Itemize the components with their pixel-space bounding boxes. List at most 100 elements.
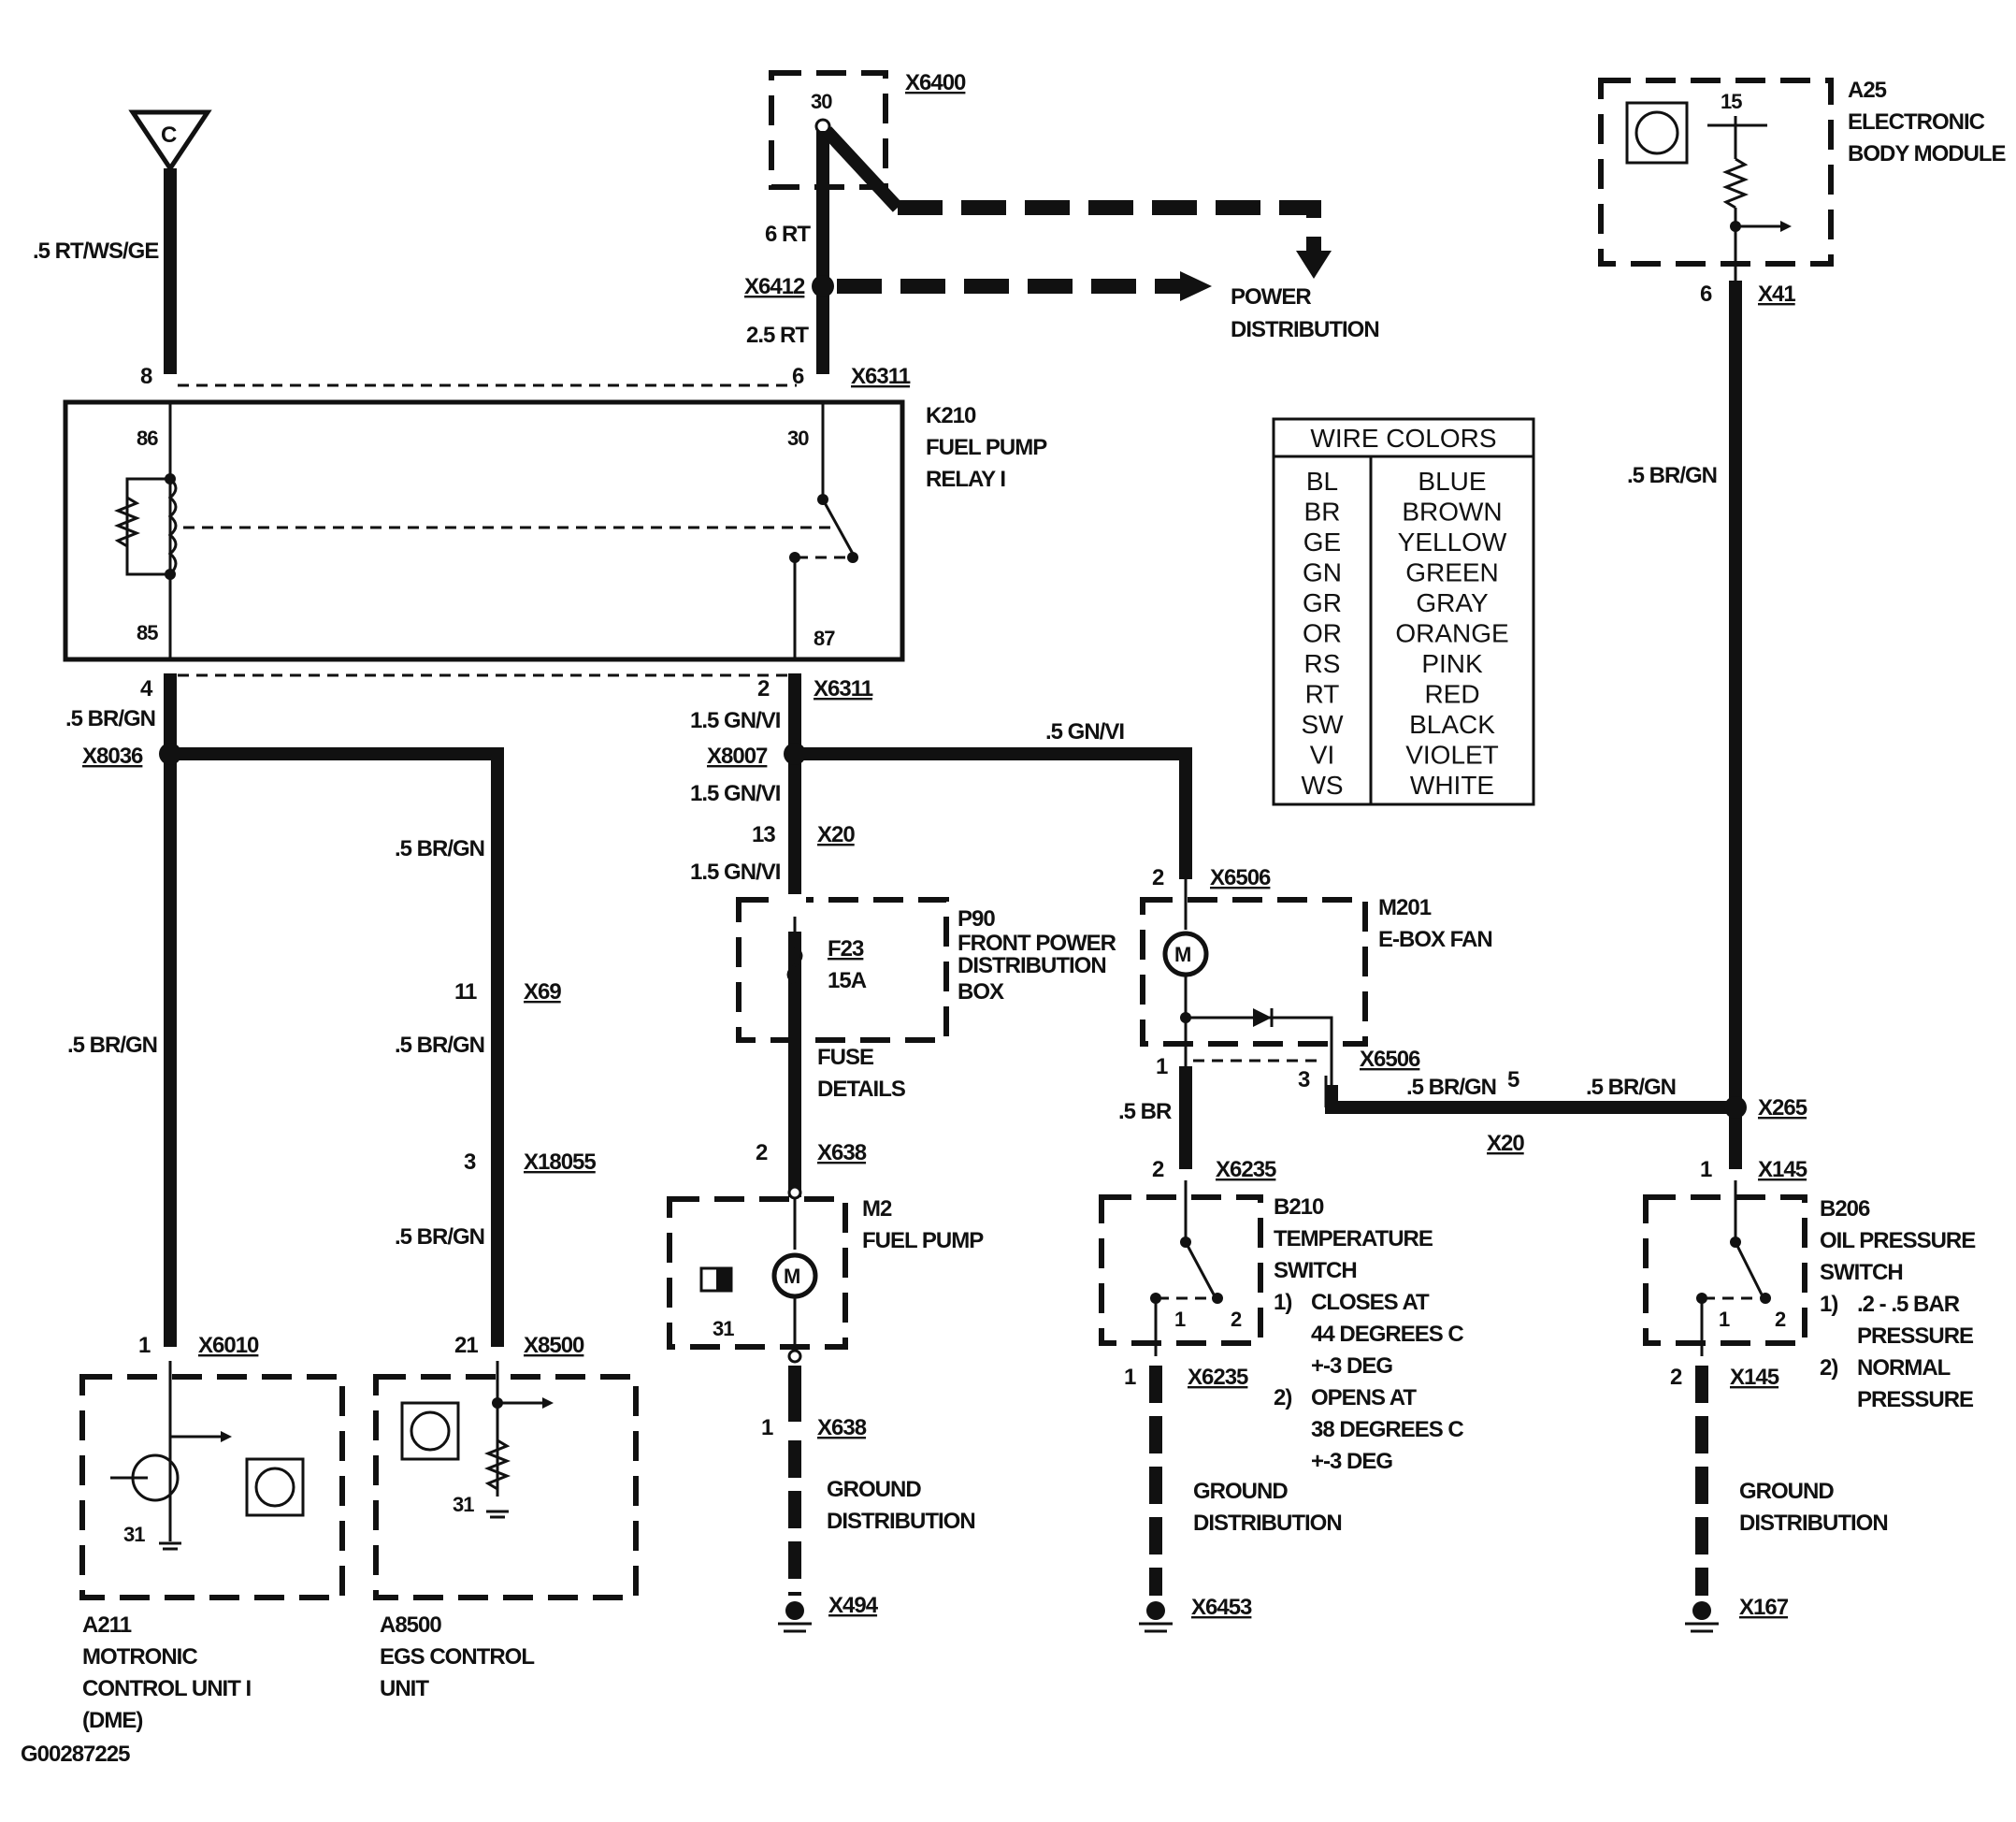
relay-switch-icon	[821, 499, 855, 555]
ground-label-2b: DISTRIBUTION	[1193, 1511, 1342, 1536]
a211-line3: (DME)	[82, 1708, 142, 1733]
m2-box	[667, 1196, 848, 1350]
ecu-chip-icon	[1634, 110, 1679, 155]
motor-icon-m: M	[1174, 943, 1190, 966]
relay-coil-icon	[167, 477, 178, 576]
legend-color-name: BLACK	[1409, 710, 1495, 739]
m2-line1: FUEL PUMP	[862, 1228, 984, 1253]
a8500-line2: UNIT	[380, 1676, 429, 1701]
wire-label-w5: .5 BR/GN	[67, 1033, 157, 1058]
legend-code: RT	[1305, 680, 1340, 709]
k210-pin87: 87	[814, 627, 835, 650]
ground-label-3b: DISTRIBUTION	[1739, 1511, 1888, 1536]
k210-line2: RELAY I	[926, 467, 1005, 492]
x20-label-top: X20	[817, 822, 855, 847]
legend-code: OR	[1303, 619, 1342, 648]
pin-label: 1	[1156, 1054, 1168, 1079]
a25-pin: 15	[1721, 90, 1742, 113]
pin-label: 13	[752, 822, 775, 847]
k210-ref: K210	[926, 403, 976, 428]
m201-line1: E-BOX FAN	[1378, 927, 1492, 952]
wire-label-w8: 1.5 GN/VI	[690, 781, 781, 806]
wire-gn-vi-fan	[795, 747, 1192, 879]
resistor-icon	[483, 1439, 511, 1491]
k210-pin30: 30	[787, 427, 809, 450]
p90-line3: BOX	[958, 979, 1004, 1005]
m201-diode-wire	[1186, 1016, 1333, 1085]
m2-ref: M2	[862, 1196, 892, 1222]
x6010-label: X6010	[198, 1333, 259, 1358]
b206-line2: SWITCH	[1820, 1260, 1903, 1285]
ground-icon	[1146, 1601, 1165, 1620]
wire-power-split	[821, 126, 903, 212]
b210-line1: TEMPERATURE	[1274, 1226, 1433, 1251]
ecu-chip-icon	[1625, 101, 1689, 165]
x6235-label-bottom: X6235	[1188, 1365, 1248, 1390]
k210-pin85: 85	[137, 621, 158, 644]
legend-color-name: BROWN	[1402, 498, 1502, 527]
b206-line1: OIL PRESSURE	[1820, 1228, 1976, 1253]
legend-color-name: GREEN	[1405, 558, 1499, 587]
a25-box	[1598, 78, 1834, 267]
x145-label-top: X145	[1758, 1157, 1807, 1182]
power-dist-line2: DISTRIBUTION	[1231, 317, 1379, 342]
wire-power-dist-1	[898, 200, 1321, 251]
legend-code: GN	[1303, 558, 1342, 587]
c-terminal: C	[128, 109, 212, 173]
legend-color-name: ORANGE	[1395, 619, 1508, 648]
a211-box	[79, 1374, 345, 1600]
wire-label-w12: .5 BR/GN	[395, 1224, 484, 1250]
resistor-icon	[113, 496, 141, 548]
b206-note1a: .2 - .5 BAR	[1857, 1292, 1960, 1317]
m201-ref: M201	[1378, 895, 1432, 920]
ground-label-1a: GROUND	[827, 1477, 921, 1502]
x265-label: X265	[1758, 1095, 1807, 1121]
x6400-label: X6400	[905, 70, 966, 95]
x6235-label-top: X6235	[1216, 1157, 1276, 1182]
ground-icon	[785, 1601, 804, 1620]
b210-note1c: +-3 DEG	[1311, 1353, 1392, 1379]
figure-id: G00287225	[21, 1742, 130, 1767]
b210-n1: 1)	[1274, 1290, 1291, 1315]
b206-n2: 2)	[1820, 1355, 1837, 1381]
legend-color-name: RED	[1424, 680, 1479, 709]
fuse-details-line2: DETAILS	[817, 1077, 906, 1102]
b206-n1: 1)	[1820, 1292, 1837, 1317]
p90-line1: FRONT POWER	[958, 931, 1116, 956]
wire-label-w3: 2.5 RT	[746, 323, 809, 348]
ground-icon	[1692, 1601, 1711, 1620]
switch-icon	[1184, 1241, 1216, 1295]
legend-code: RS	[1304, 649, 1341, 678]
arrow-right-icon	[1180, 271, 1212, 301]
relay-coil-resistor-wire	[125, 477, 170, 576]
p90-ref: P90	[958, 906, 995, 932]
wire-label-w2: 6 RT	[765, 222, 811, 247]
a211-line2: CONTROL UNIT I	[82, 1676, 252, 1701]
b210-pin1: 1	[1174, 1308, 1186, 1331]
wire-label-w6: 1.5 GN/VI	[690, 708, 781, 733]
wire-label-w16: .5 BR/GN	[1586, 1075, 1676, 1100]
wire-label-w7: .5 GN/VI	[1045, 719, 1124, 745]
pin-label: 6	[1700, 282, 1712, 307]
legend-color-name: GRAY	[1416, 588, 1489, 617]
wire-label-w15: .5 BR/GN	[1406, 1075, 1496, 1100]
pin-label: 2	[1670, 1365, 1682, 1390]
x265-node	[1724, 1096, 1747, 1119]
legend-color-name: PINK	[1421, 649, 1483, 678]
x6400-pin: 30	[811, 90, 832, 113]
b206-node	[1760, 1293, 1771, 1304]
wire-label-w1: .5 RT/WS/GE	[33, 239, 159, 264]
b206-note2a: NORMAL	[1857, 1355, 1951, 1381]
b210-note2c: +-3 DEG	[1311, 1449, 1392, 1474]
b206-pin2: 2	[1775, 1308, 1786, 1331]
fuse-icon	[786, 945, 803, 986]
p90-line2: DISTRIBUTION	[958, 953, 1106, 978]
pin-label: 1	[1700, 1157, 1712, 1182]
pin-label: 4	[140, 676, 153, 701]
legend-code: BL	[1306, 467, 1338, 496]
b210-line2: SWITCH	[1274, 1258, 1357, 1283]
wire-br-gn-x20	[1325, 1085, 1735, 1114]
b210-pin2: 2	[1231, 1308, 1242, 1331]
